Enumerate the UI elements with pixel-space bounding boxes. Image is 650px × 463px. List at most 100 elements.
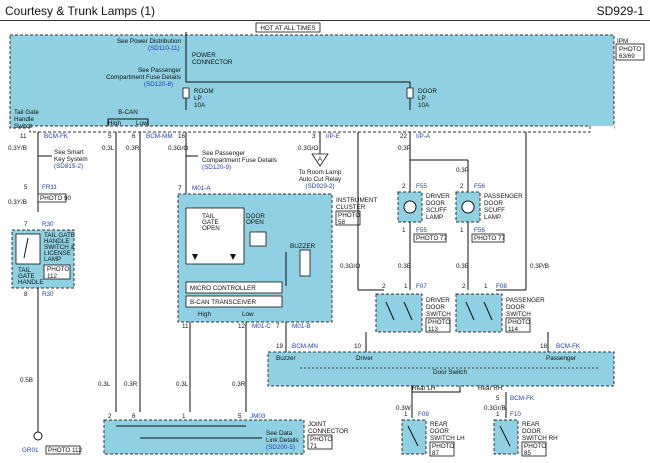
pas-switch-box	[455, 293, 503, 333]
pas-photo-2: 114	[508, 326, 519, 333]
rear-rh: Rear RH	[478, 385, 503, 392]
tg-pin5: 5	[24, 184, 28, 191]
tg-pin7: 7	[24, 221, 28, 228]
bottom-w4: 0.3R	[232, 381, 246, 388]
data-link-2: Link Details	[266, 437, 299, 444]
hot-bar	[255, 22, 321, 33]
door-f07: F07	[416, 283, 427, 290]
scuff-w-pas: 0.3P	[456, 167, 469, 174]
scuff-drv-2: DOOR	[426, 200, 445, 207]
power-conn-1: POWER	[192, 52, 216, 59]
tg-w1: 0.3Y/B	[8, 145, 27, 152]
tg-switch-blade	[23, 237, 29, 259]
scuff-w-drv: 0.3P	[398, 145, 411, 152]
mid-pin19: 19	[276, 343, 284, 350]
hot-label: HOT AT ALL TIMES	[260, 25, 315, 32]
scuff-pas-2: DOOR	[484, 200, 503, 207]
joint-photo-2: 71	[310, 443, 318, 450]
diagram-title: Courtesy & Trunk Lamps (1)	[5, 4, 156, 18]
scuff-pas-4: LAMP	[484, 214, 501, 221]
bcm-lower-box	[267, 351, 615, 387]
data-link-1: See Data	[266, 430, 293, 437]
tg-photo-2: 112	[47, 273, 58, 280]
smart-key-ref-1: See Smart	[54, 149, 84, 156]
cluster-photo-1: PHOTO	[338, 212, 360, 219]
bcan-bracket	[107, 118, 149, 126]
smart-key-code: (SD815-2)	[54, 163, 83, 170]
tg-r30a: R30	[42, 221, 54, 228]
rear-pin1a: 1	[404, 411, 408, 418]
ipe-label: I/P-E	[326, 133, 340, 140]
tg-label-1: TAIL GATE	[44, 232, 75, 239]
photo112-box	[45, 445, 81, 455]
door-fuse-2: LP	[418, 95, 426, 102]
conn-a: A	[318, 156, 323, 163]
cluster-label-1: INSTRUMENT	[336, 197, 377, 204]
drv-photo-1: PHOTO	[428, 319, 450, 326]
rear-photo87-2: 87	[432, 450, 440, 457]
bcan-bcm-mm: BCM-MM	[146, 133, 173, 140]
rear-rh-3: SWITCH RH	[522, 435, 558, 442]
door-fuse-3: 10A	[418, 102, 430, 109]
scuff-photo77a: PHOTO 77	[416, 235, 448, 242]
rear-pin5: 5	[496, 395, 500, 402]
cluster-buzzer: BUZZER	[290, 243, 316, 250]
rear-lh-2: DOOR	[430, 428, 449, 435]
room-fuse	[182, 87, 190, 99]
bottom-w3: 0.3L	[176, 381, 189, 388]
tg-photo-box	[43, 264, 71, 280]
drv-sw-1: DRIVER	[426, 297, 450, 304]
bcan-pin5: 5	[108, 133, 112, 140]
door-pin2a: 2	[382, 283, 386, 290]
power-dist-code: (SD110-11)	[148, 45, 180, 52]
pass-fuse2-code: (SD120-9)	[202, 164, 231, 171]
rear-photo85-2: 85	[524, 450, 532, 457]
pas-sw-2: DOOR	[506, 304, 525, 311]
cluster-micro: MICRO CONTROLLER	[190, 285, 256, 292]
cluster-low: Low	[242, 311, 254, 318]
drv-switch-box	[375, 293, 423, 333]
cluster-photo-box	[335, 210, 361, 226]
door-f08: F08	[496, 283, 507, 290]
drv-switch-blade-2	[403, 301, 413, 321]
ipm-photo-1: PHOTO	[619, 46, 641, 53]
photo77a-box	[413, 233, 447, 243]
rear-lh-box	[401, 419, 427, 455]
bottom-pin5: 5	[238, 413, 242, 420]
ipe-w: 0.3G/O	[298, 145, 318, 152]
room-fuse-2: LP	[194, 95, 202, 102]
tg-open-1: TAIL	[202, 213, 215, 220]
lamp-diode-2	[230, 254, 236, 260]
lamp-diode-1	[192, 254, 198, 260]
rear-bcm-fk: BCM-FK	[510, 395, 535, 402]
cluster-label-2: CLUSTER	[336, 204, 366, 211]
bcan-w-l: 0.3R	[126, 145, 140, 152]
scuff-f55a: F55	[416, 183, 427, 190]
smart-key-ref-2: Key System	[54, 156, 88, 163]
micro-box	[185, 281, 283, 294]
buzzer-symbol	[299, 249, 311, 277]
scuff-drv-lamp	[403, 200, 417, 214]
ipm-photo-box	[615, 43, 645, 61]
pas-switch-blade	[465, 301, 475, 321]
rear-w-rh: 0.3Gr/B	[484, 405, 506, 412]
cluster-bcan-tr: B-CAN TRANSCEIVER	[190, 299, 256, 306]
cluster-w-in: 0.3G/O	[168, 145, 188, 152]
rear-photo85-1: PHOTO	[524, 443, 546, 450]
joint-1: JOINT	[308, 421, 326, 428]
tg-label-5: LAMP	[44, 256, 61, 263]
bcm-passenger: Passenger	[546, 355, 576, 362]
door-fuse-1: DOOR	[418, 88, 437, 95]
room-relay-1: To Room Lamp	[299, 169, 342, 176]
tg-switch-symbol	[15, 233, 41, 265]
door-pin2b: 2	[462, 283, 466, 290]
cluster-pin12: 12	[238, 323, 246, 330]
mid-m01b: M01-B	[292, 323, 311, 330]
scuff-drv-3: SCUFF	[426, 207, 447, 214]
drv-photo-2: 113	[428, 326, 439, 333]
door-bcm-fk: BCM-FK	[556, 343, 581, 350]
joint-photo-1: PHOTO	[310, 436, 332, 443]
tg-photo112: PHOTO 112	[48, 447, 83, 454]
tg-switch-2: Handle	[14, 116, 34, 123]
rear-w-lh: 0.3W	[396, 405, 411, 412]
